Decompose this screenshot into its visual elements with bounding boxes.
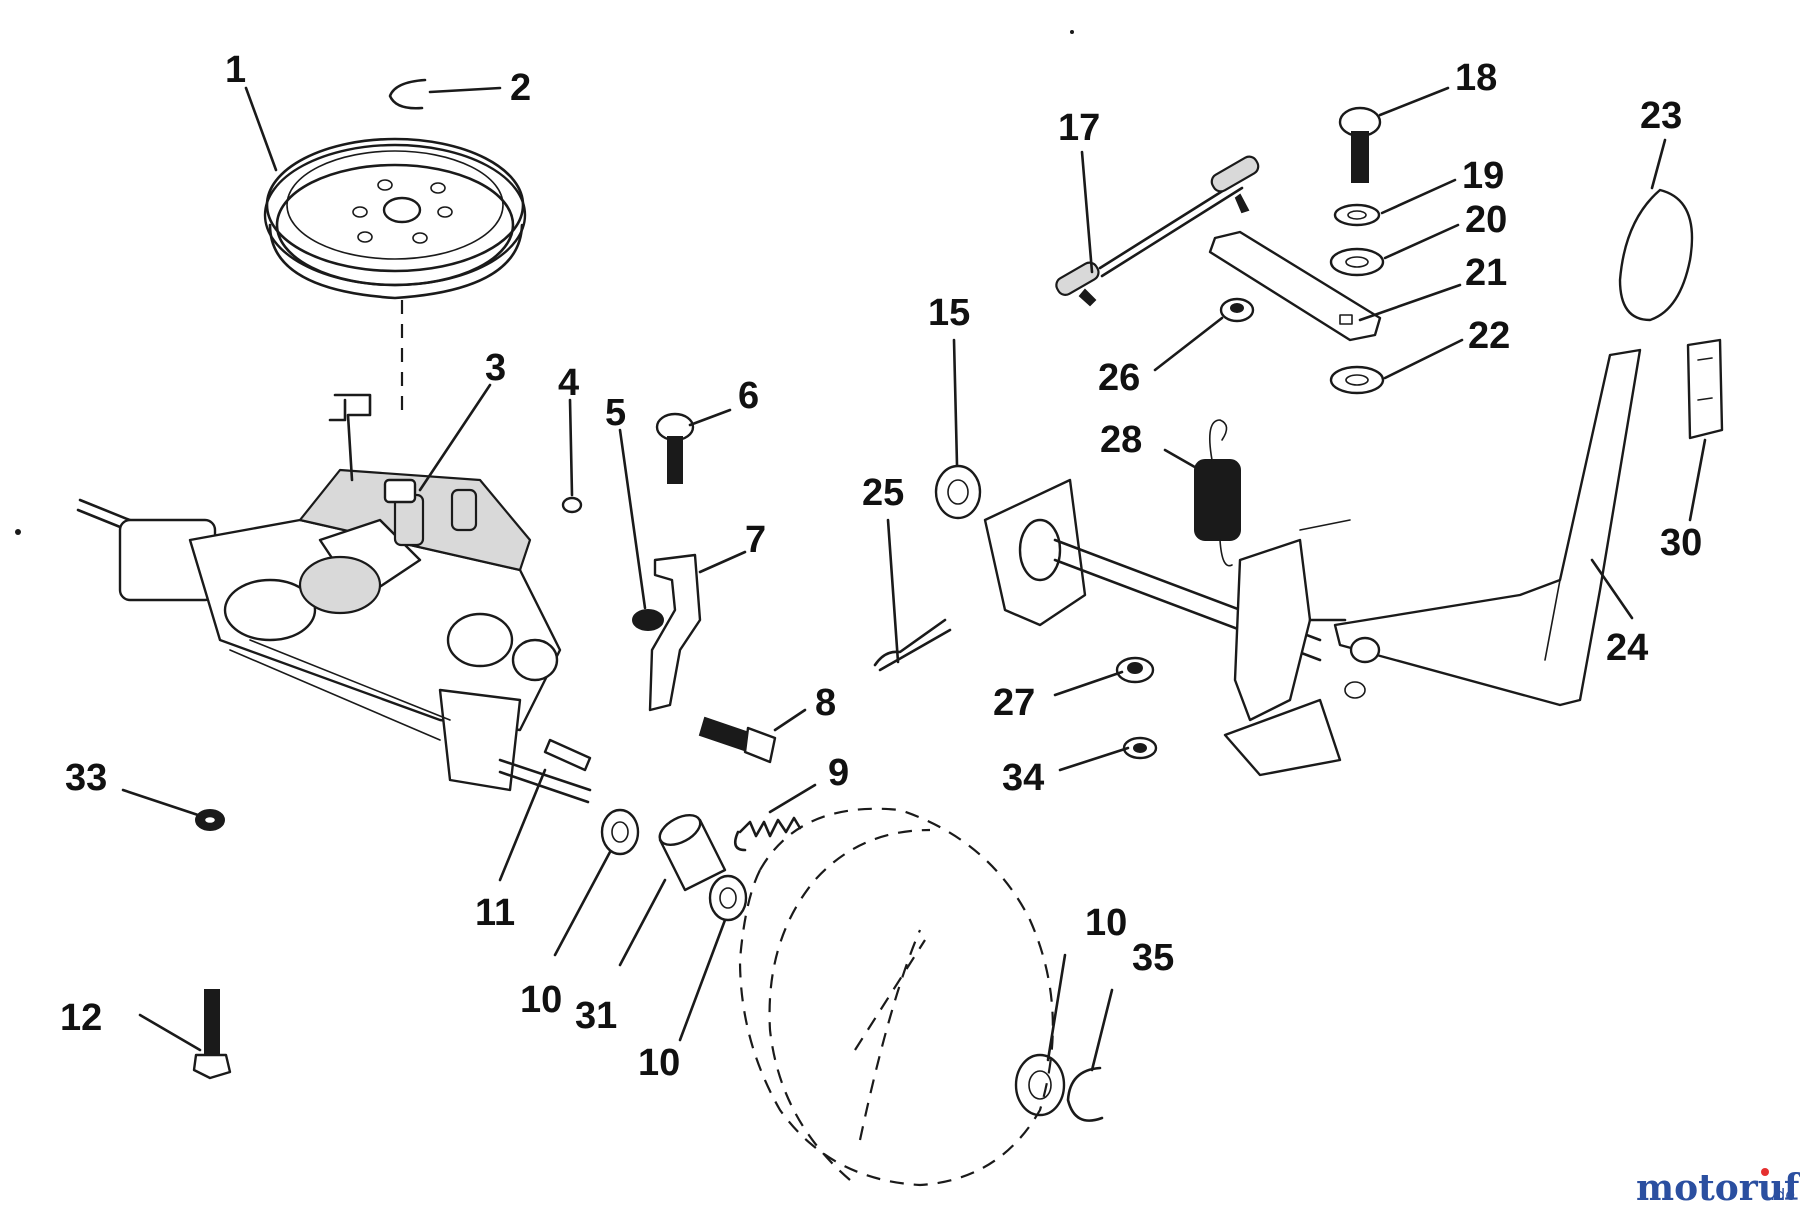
label-1: 1 — [225, 49, 246, 91]
label-24: 24 — [1606, 627, 1648, 669]
wheel-outline — [738, 807, 1054, 1187]
label-28: 28 — [1100, 419, 1142, 461]
label-17: 17 — [1058, 107, 1100, 149]
flat-washer-part — [1329, 247, 1385, 277]
label-35: 35 — [1132, 937, 1174, 979]
lock-washer-part — [1333, 203, 1381, 227]
label-10c: 10 — [1085, 902, 1127, 944]
label-31: 31 — [575, 995, 617, 1037]
washer-part — [708, 874, 748, 922]
label-34: 34 — [1002, 757, 1044, 799]
label-15: 15 — [928, 292, 970, 334]
watermark-suffix: .de — [1770, 1185, 1795, 1204]
label-19: 19 — [1462, 155, 1504, 197]
label-10b: 10 — [638, 1042, 680, 1084]
washer-part — [1014, 1053, 1066, 1117]
label-3: 3 — [485, 347, 506, 389]
label-33: 33 — [65, 757, 107, 799]
label-2: 2 — [510, 67, 531, 109]
spring-part — [738, 816, 802, 838]
bolt-part — [698, 716, 777, 764]
label-25: 25 — [862, 472, 904, 514]
label-6: 6 — [738, 375, 759, 417]
shift-lever-part — [1333, 348, 1642, 707]
plate-part — [1208, 230, 1382, 342]
label-26: 26 — [1098, 357, 1140, 399]
label-5: 5 — [605, 392, 626, 434]
label-30: 30 — [1660, 522, 1702, 564]
carriage-bolt-part — [655, 412, 695, 484]
watermark-logo: motoruf .de — [1636, 1167, 1800, 1209]
washer-part — [934, 464, 982, 520]
label-4: 4 — [558, 362, 579, 404]
label-8: 8 — [815, 682, 836, 724]
label-11: 11 — [475, 892, 515, 934]
transaxle-part — [76, 393, 592, 804]
washer-part — [600, 808, 640, 856]
control-rod-part — [1055, 155, 1260, 307]
label-21: 21 — [1465, 252, 1507, 294]
retaining-clip-part — [1066, 1066, 1104, 1122]
watermark-brand: motoruf — [1636, 1167, 1800, 1209]
carriage-bolt-part — [1338, 106, 1382, 183]
pin-part — [561, 496, 583, 514]
decal-part — [1686, 338, 1724, 440]
label-7: 7 — [745, 519, 766, 561]
knob-part — [1618, 188, 1694, 322]
key-part — [543, 738, 592, 772]
label-9: 9 — [828, 752, 849, 794]
spring-part — [1194, 419, 1241, 567]
washer-part — [1329, 365, 1385, 395]
label-10a: 10 — [520, 979, 562, 1021]
label-18: 18 — [1455, 57, 1497, 99]
leader-lines — [121, 86, 1707, 1072]
pedal-shaft-part — [983, 478, 1381, 777]
label-22: 22 — [1468, 315, 1510, 357]
hex-bolt-part — [192, 989, 232, 1080]
bracket-part — [648, 553, 702, 712]
pulley-part — [263, 137, 527, 300]
label-27: 27 — [993, 682, 1035, 724]
label-23: 23 — [1640, 95, 1682, 137]
clip-part — [388, 78, 427, 110]
label-12: 12 — [60, 997, 102, 1039]
spacer-part — [632, 609, 664, 631]
watermark-accent-dot — [1761, 1168, 1769, 1176]
label-20: 20 — [1465, 199, 1507, 241]
part-labels: 1 2 3 4 5 6 7 8 9 10 11 12 31 10 10 35 3… — [60, 49, 1702, 1084]
sleeve-part — [658, 814, 727, 892]
cotter-pin-part — [873, 618, 947, 667]
